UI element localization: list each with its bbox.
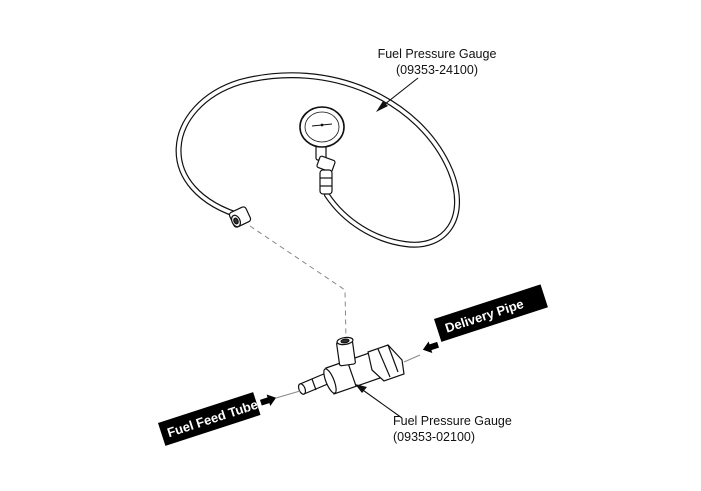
hose-end-fitting	[228, 206, 252, 228]
adapter-callout-arrow	[355, 384, 403, 419]
right-arrow-icon	[259, 394, 277, 406]
delivery-line	[403, 354, 421, 363]
adapter-callout-label: Fuel Pressure Gauge (09353-02100)	[393, 413, 543, 445]
adapter-name: Fuel Pressure Gauge	[393, 414, 512, 428]
gauge-name: Fuel Pressure Gauge	[377, 47, 497, 61]
gauge-adapter	[297, 336, 405, 395]
connection-dashed-leader	[249, 225, 347, 341]
adapter-part-number: (09353-02100)	[393, 430, 476, 444]
fuel-feed-tube-tag: Fuel Feed Tube	[158, 392, 261, 446]
pressure-gauge-dial	[299, 106, 345, 148]
gauge-part-number: (09353-24100)	[395, 63, 478, 77]
left-arrow-icon	[422, 341, 439, 353]
gauge-callout-arrow	[376, 77, 419, 112]
feed-line	[275, 390, 301, 399]
gauge-stem	[315, 139, 336, 195]
gauge-callout-label: Fuel Pressure Gauge (09353-24100)	[362, 46, 512, 78]
gauge-hose	[175, 72, 461, 248]
delivery-pipe-tag: Delivery Pipe	[434, 284, 548, 342]
